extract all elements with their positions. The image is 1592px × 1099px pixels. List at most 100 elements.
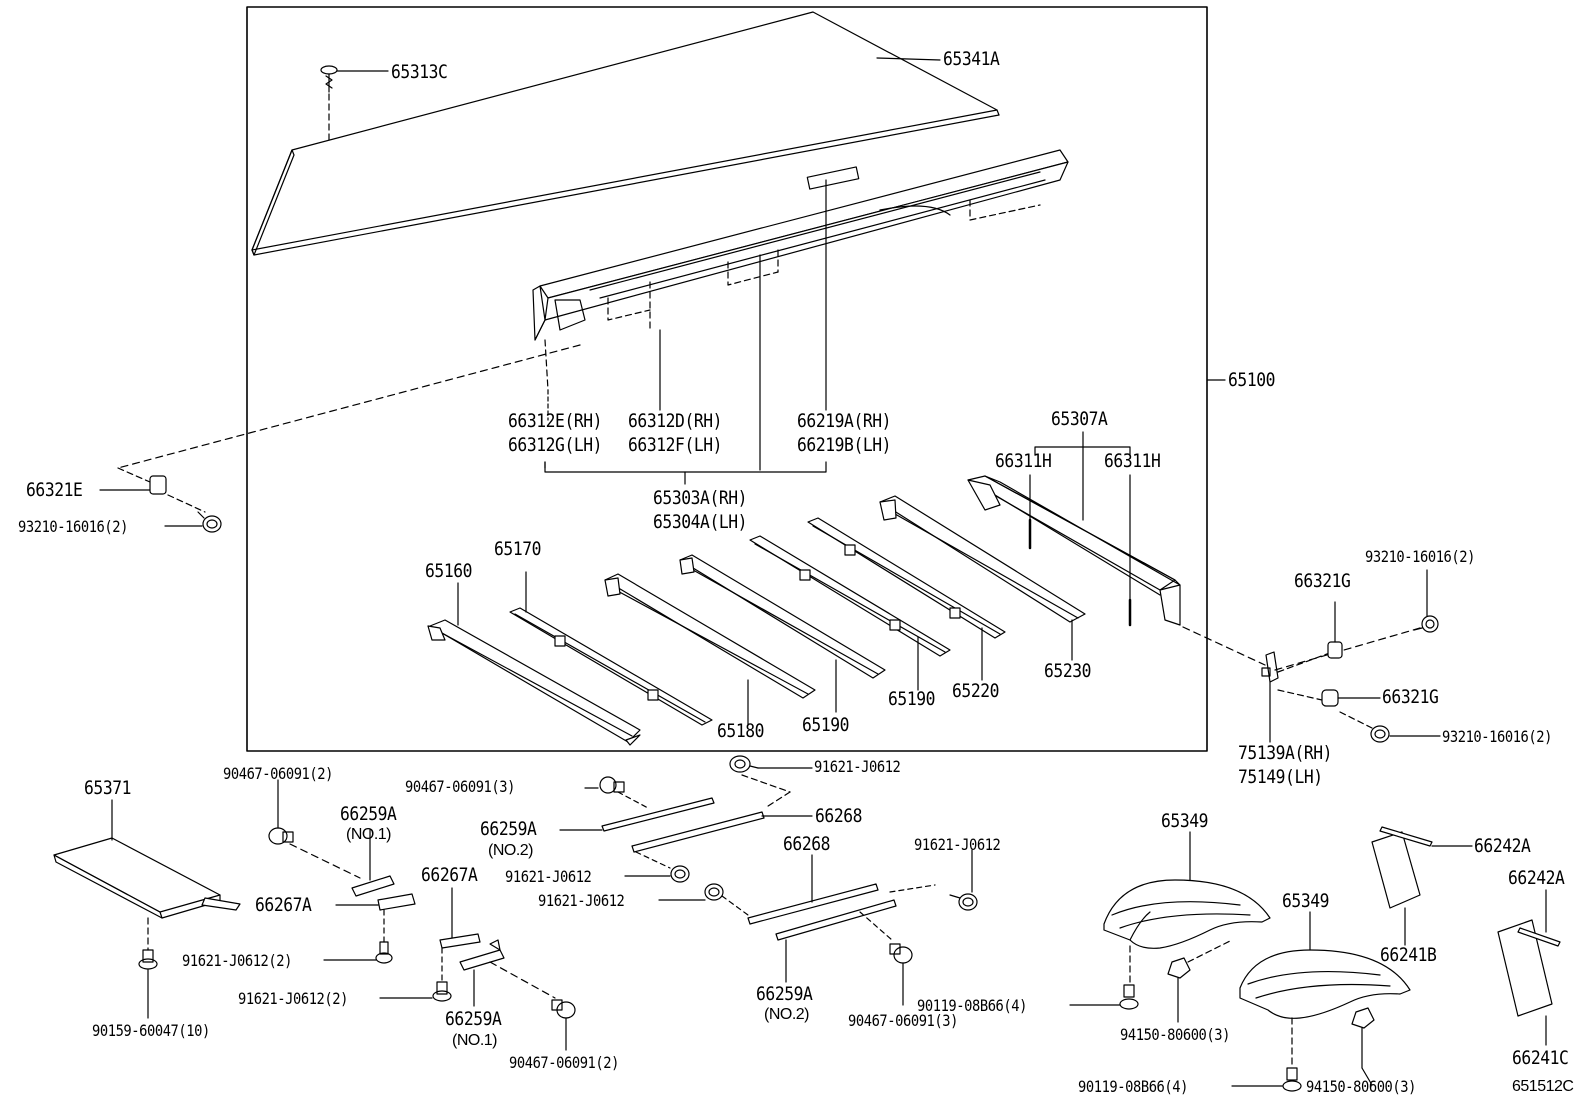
plate-65371 <box>54 838 240 918</box>
crossmember-65230 <box>880 496 1085 622</box>
label-65349-a: 65349 <box>1161 810 1209 832</box>
label-66267A-mid: 66267A <box>421 864 478 886</box>
bracket-66267A-mid <box>440 934 480 948</box>
bolt-93210-right-top <box>1414 616 1438 632</box>
label-75139A: 75139A(RH) <box>1238 742 1333 764</box>
label-66259A-no2-low: 66259A <box>756 983 813 1005</box>
label-91621-mid2: 91621-J0612 <box>538 891 625 910</box>
clip-66321E <box>150 476 166 494</box>
label-65307A: 65307A <box>1051 408 1108 430</box>
label-no1-low: (NO.1) <box>452 1032 498 1049</box>
label-65190-a: 65190 <box>802 714 850 736</box>
label-66321G-a: 66321G <box>1294 570 1351 592</box>
label-90159: 90159-60047(10) <box>92 1021 210 1040</box>
crossmember-65180 <box>605 574 815 698</box>
label-90119-a: 90119-08B66(4) <box>917 996 1027 1015</box>
label-no1-top: (NO.1) <box>346 826 392 843</box>
label-94150-a: 94150-80600(3) <box>1120 1025 1230 1044</box>
clip-66321G-bottom <box>1322 690 1338 706</box>
flap-66241B <box>1372 832 1420 908</box>
mudguard-65349-a <box>1104 880 1270 948</box>
crossmember-65307A <box>968 476 1180 625</box>
label-66219B: 66219B(LH) <box>797 434 892 456</box>
label-94150-b: 94150-80600(3) <box>1306 1077 1416 1096</box>
diagram-code: 651512C <box>1512 1078 1574 1095</box>
label-75149: 75149(LH) <box>1238 766 1323 788</box>
bracket-66259A-no1-top <box>352 876 394 896</box>
label-65170: 65170 <box>494 538 542 560</box>
label-91621-right: 91621-J0612 <box>914 835 1001 854</box>
label-66241C: 66241C <box>1512 1047 1569 1069</box>
side-rail <box>533 150 1068 340</box>
label-65230: 65230 <box>1044 660 1092 682</box>
screw-65313C <box>321 66 337 140</box>
label-66312D: 66312D(RH) <box>628 410 723 432</box>
bolt-91621-mid2 <box>705 884 723 900</box>
clip-90467-low <box>552 1000 575 1018</box>
label-65304A: 65304A(LH) <box>653 511 748 533</box>
label-66259A-no1-low: 66259A <box>445 1008 502 1030</box>
label-66312G: 66312G(LH) <box>508 434 603 456</box>
bracket-66259A-no1-low <box>460 940 504 970</box>
strip-66242A-b <box>1518 928 1560 946</box>
label-66268-a: 66268 <box>815 805 863 827</box>
label-66321G-b: 66321G <box>1382 686 1439 708</box>
bolt-91621-top <box>730 756 758 772</box>
mudguard-65349-b <box>1240 950 1410 1018</box>
label-65180: 65180 <box>717 720 765 742</box>
strip-66259A-no2-top <box>602 798 714 831</box>
label-91621-mid1: 91621-J0612 <box>505 867 592 886</box>
bolt-91621-left <box>376 942 392 963</box>
strip-66242A-a <box>1380 827 1432 846</box>
nut-94150-a <box>1168 958 1190 978</box>
bolt-90119-a <box>1120 985 1138 1009</box>
label-66242A-b: 66242A <box>1508 867 1565 889</box>
clip-90467-mid <box>600 777 624 793</box>
label-66312E: 66312E(RH) <box>508 410 603 432</box>
label-66267A-left: 66267A <box>255 894 312 916</box>
bolt-91621-low <box>433 982 451 1001</box>
clip-66321G-top <box>1328 642 1342 658</box>
crossmember-65190-a <box>680 555 885 678</box>
nut-94150-b <box>1352 1008 1374 1028</box>
crossmember-65170 <box>510 608 712 725</box>
bolt-90119-b <box>1283 1068 1301 1091</box>
label-66259A-no1-top: 66259A <box>340 803 397 825</box>
label-90467-a: 90467-06091(2) <box>223 764 333 783</box>
label-93210-left: 93210-16016(2) <box>18 517 128 536</box>
label-no2-low: (NO.2) <box>764 1006 810 1023</box>
label-90467-b: 90467-06091(3) <box>405 777 515 796</box>
label-66268-b: 66268 <box>783 833 831 855</box>
label-90467-c: 90467-06091(2) <box>509 1053 619 1072</box>
bracket-75139A <box>1262 652 1278 682</box>
label-65160: 65160 <box>425 560 473 582</box>
label-66259A-no2-top: 66259A <box>480 818 537 840</box>
label-66242A-a: 66242A <box>1474 835 1531 857</box>
label-65100: 65100 <box>1228 369 1276 391</box>
clip-90467-right <box>890 944 912 963</box>
label-66241B: 66241B <box>1380 944 1437 966</box>
bolt-93210-right-bottom <box>1371 726 1389 742</box>
label-90119-b: 90119-08B66(4) <box>1078 1077 1188 1096</box>
label-91621-low: 91621-J0612(2) <box>238 989 348 1008</box>
label-65303A: 65303A(RH) <box>653 487 748 509</box>
crossmember-65160 <box>428 620 640 745</box>
label-65341A: 65341A <box>943 48 1000 70</box>
label-66312F: 66312F(LH) <box>628 434 723 456</box>
label-no2-top: (NO.2) <box>488 842 534 859</box>
bolt-90159 <box>139 950 157 969</box>
label-66219A: 66219A(RH) <box>797 410 892 432</box>
strip-66268-b <box>748 884 878 924</box>
bolt-91621-mid1 <box>671 866 689 882</box>
label-93210-right-top: 93210-16016(2) <box>1365 547 1475 566</box>
crossmember-65190-b <box>750 536 950 656</box>
strip-66268-a <box>632 812 764 852</box>
label-90467-d: 90467-06091(3) <box>848 1011 958 1030</box>
clip-90467-left <box>269 828 293 844</box>
label-91621-top: 91621-J0612 <box>814 757 901 776</box>
bolt-91621-right <box>950 894 977 910</box>
label-66311H-b: 66311H <box>1104 450 1161 472</box>
strip-66259A-no2-low <box>776 900 896 940</box>
label-66311H-a: 66311H <box>995 450 1052 472</box>
